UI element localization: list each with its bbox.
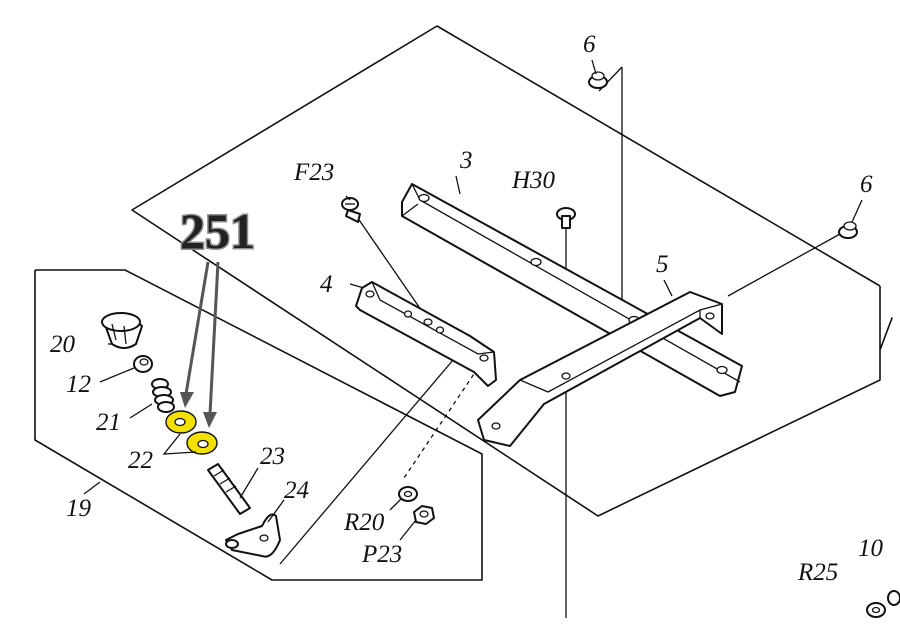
part-5-frame xyxy=(477,291,723,447)
part-22-washer-b xyxy=(186,431,218,455)
label-12: 12 xyxy=(66,371,91,398)
part-F23-screw xyxy=(341,197,361,223)
label-3: 3 xyxy=(459,147,473,174)
part-6-cap-top xyxy=(588,71,608,89)
tick-R20 xyxy=(389,497,403,511)
assembly-outline-main xyxy=(131,25,893,517)
leader-line-long xyxy=(279,339,471,565)
tick-P23 xyxy=(399,519,417,541)
part-4-bracket xyxy=(355,281,497,387)
part-20-knob xyxy=(101,312,143,349)
label-20: 20 xyxy=(50,331,76,358)
tick-24 xyxy=(267,499,285,523)
callout-number-251: 251 xyxy=(180,203,255,259)
label-R25: R25 xyxy=(797,559,838,586)
tick-3 xyxy=(455,175,461,195)
part-24-lever xyxy=(225,513,281,558)
tick-22 xyxy=(162,433,197,455)
tick-19 xyxy=(83,481,101,495)
label-10: 10 xyxy=(858,535,884,562)
part-R25-washer xyxy=(866,602,886,618)
part-6-cap-right xyxy=(838,221,858,239)
part-R20-washer xyxy=(398,486,418,502)
part-10-nut xyxy=(887,590,900,606)
callout-arrows xyxy=(180,261,220,428)
label-24: 24 xyxy=(284,477,309,504)
tick-23 xyxy=(239,467,259,499)
part-P23-nut xyxy=(413,505,435,525)
label-F23: F23 xyxy=(293,159,334,186)
label-R20: R20 xyxy=(343,509,385,536)
leader-line-dashed xyxy=(403,367,479,479)
part-21-spring xyxy=(151,378,175,413)
label-19: 19 xyxy=(66,495,92,522)
tick-5 xyxy=(663,279,673,297)
tick-21 xyxy=(129,403,153,419)
part-12-nut xyxy=(133,355,153,373)
tick-6-top xyxy=(591,59,597,75)
tick-12 xyxy=(99,367,135,383)
tick-F23 xyxy=(345,195,351,201)
label-6-top: 6 xyxy=(583,31,596,58)
label-H30: H30 xyxy=(511,167,556,194)
leader-line-F23 xyxy=(354,213,429,321)
assembly-outline-sub xyxy=(34,269,483,581)
part-22-washer-a xyxy=(165,410,197,434)
part-23-pin xyxy=(207,463,251,515)
label-23: 23 xyxy=(260,443,285,470)
part-H30-screw xyxy=(556,207,576,229)
leader-line-6-right xyxy=(727,233,841,297)
label-21: 21 xyxy=(96,409,121,436)
tick-6-right xyxy=(851,199,863,223)
label-P23: P23 xyxy=(361,541,402,568)
label-5: 5 xyxy=(656,251,669,278)
label-22: 22 xyxy=(128,447,153,474)
label-6-right: 6 xyxy=(860,171,873,198)
label-4: 4 xyxy=(320,271,333,298)
